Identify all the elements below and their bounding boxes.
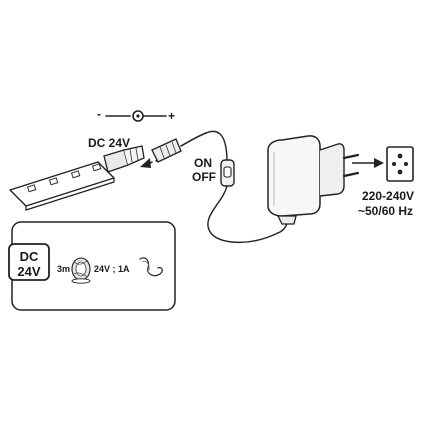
- dc-24v-badge: DC 24V: [8, 243, 50, 281]
- dc-voltage-label: DC 24V: [88, 136, 130, 150]
- dc-plug-icon: [151, 132, 207, 163]
- cable-coil-icon: [139, 257, 163, 277]
- plus-label: +: [168, 109, 175, 123]
- minus-label: -: [97, 107, 101, 121]
- spec-box: DC 24V 3m 24V ; 1A: [8, 221, 176, 311]
- badge-line1: DC: [20, 249, 39, 264]
- badge-line2: 24V: [17, 264, 40, 279]
- arrow-icon: [352, 158, 384, 168]
- dc-jack-symbol-icon: [132, 110, 144, 122]
- led-strip-icon: [9, 145, 145, 211]
- switch-off-label: OFF: [192, 170, 216, 184]
- power-adapter-icon: [267, 135, 360, 225]
- cable-reel-icon: [71, 257, 91, 284]
- dc-polarity-symbol: - +: [97, 107, 175, 123]
- mains-frequency-label: ~50/60 Hz: [358, 204, 413, 218]
- rating-label: 24V ; 1A: [94, 264, 130, 274]
- switch-on-label: ON: [194, 156, 212, 170]
- inline-switch-icon: [220, 159, 235, 187]
- mains-voltage-label: 220-240V: [362, 189, 414, 203]
- wall-socket-icon: [386, 146, 414, 182]
- cable-length-label: 3m: [57, 264, 70, 274]
